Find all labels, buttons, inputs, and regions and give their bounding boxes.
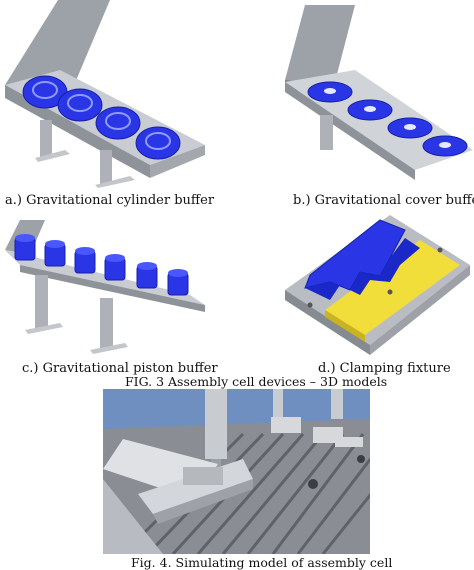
panel-a-image — [0, 0, 220, 190]
panel-d-image — [280, 210, 474, 360]
caption-panel-a: a.) Gravitational cylinder buffer — [5, 193, 215, 208]
figure-4-image — [103, 389, 370, 554]
caption-panel-d: d.) Clamping fixture — [318, 361, 451, 376]
panel-c-image — [0, 210, 215, 360]
figure-3-caption: FIG. 3 Assembly cell devices – 3D models — [125, 374, 388, 389]
caption-panel-c: c.) Gravitational piston buffer — [22, 361, 218, 376]
caption-panel-b: b.) Gravitational cover buffer — [293, 193, 474, 208]
panel-b-image — [265, 0, 474, 190]
figure-4-caption: Fig. 4. Simulating model of assembly cel… — [131, 555, 393, 570]
